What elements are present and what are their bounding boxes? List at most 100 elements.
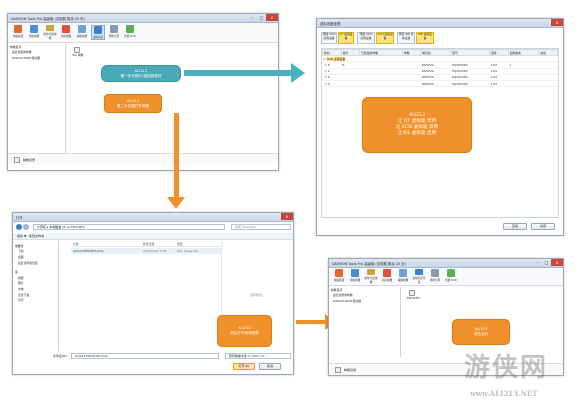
device-manager-window: 虚拟设备管理 × 添加 SCSI 虚拟设备 DT 虚拟设备 添加 SCSI 虚拟… xyxy=(316,18,564,236)
make-image-button[interactable]: 制作光盘映像 xyxy=(43,25,57,40)
dialog-title: 打开 xyxy=(16,215,23,220)
file-row[interactable]: ALI213-FEO1HFC.mds 2013/09/30 8:56 Disc … xyxy=(71,248,221,254)
nav-documents[interactable]: 文档 xyxy=(18,286,24,291)
remove-all-button[interactable]: 移除全部 xyxy=(428,269,442,284)
step-open-image-callout: ALI213 然后打开游戏镜像 xyxy=(217,315,272,347)
tree-item-drives[interactable]: DVD/CD-ROM 驱动器 xyxy=(12,55,41,60)
back-arrow-icon[interactable] xyxy=(16,224,22,230)
column-header[interactable]: 固件版本 xyxy=(507,48,540,57)
ide-device-toggle[interactable]: IDE 虚拟设备 xyxy=(416,32,434,44)
new-folder-button[interactable]: 新建文件夹 xyxy=(29,234,45,238)
nav-favorites[interactable]: 收藏夹 xyxy=(15,243,24,248)
title-bar: 虚拟设备管理 × xyxy=(317,19,563,28)
add-dt-button[interactable]: 添加 SCSI 虚拟设备 xyxy=(321,32,337,44)
close-button[interactable]: × xyxy=(266,14,278,21)
toolbar: 快速挂载 添加映像 制作光盘映像 刻录映像 编辑映像 虚拟刻录 移除全部 创建 … xyxy=(8,23,278,43)
quick-mount-button[interactable]: 快速挂载 xyxy=(11,25,25,40)
open-button[interactable]: 打开(O) xyxy=(233,363,255,370)
watermark-logo: 游侠网 xyxy=(464,353,549,383)
tree-item-catalog[interactable]: 映像目录 xyxy=(10,44,22,49)
minimize-button[interactable]: – xyxy=(536,260,539,265)
maximize-button[interactable]: □ xyxy=(544,260,549,265)
burn-image-button[interactable]: 刻录映像 xyxy=(380,269,394,284)
tree-item-recent[interactable]: 最近使用的映像 xyxy=(333,293,353,298)
toolbar: 快速挂载 添加映像 制作光盘映像 刻录映像 编辑映像 虚拟刻录光盘 移除全部 创… xyxy=(329,268,563,286)
maximize-button[interactable]: □ xyxy=(259,15,264,20)
burn-image-button[interactable]: 刻录映像 xyxy=(59,25,73,40)
status-bar: 映像目录 xyxy=(329,363,563,375)
image-pane: FEO1HFC xyxy=(403,287,563,317)
apply-button[interactable]: 应用 xyxy=(503,223,527,230)
organize-button[interactable]: 组织 ▼ xyxy=(17,234,27,238)
make-image-button[interactable]: 制作光盘映像 xyxy=(364,269,378,284)
nav-desktop[interactable]: 桌面 xyxy=(18,254,24,259)
minimize-button[interactable]: – xyxy=(251,15,254,20)
window-title: DAEMON Tools Pro 高级版 (试用期 剩余 20 天) xyxy=(11,16,85,21)
column-name[interactable]: 名称 xyxy=(73,242,79,246)
add-icon xyxy=(30,25,38,33)
remove-all-button[interactable]: 移除全部 xyxy=(107,25,121,40)
quick-mount-button[interactable]: 快速挂载 xyxy=(332,269,346,284)
tree-item-recent[interactable]: 最近使用的映像 xyxy=(12,50,32,55)
drive-slot-icon xyxy=(14,156,20,163)
tree-item-drives[interactable]: DVD/CD-ROM 驱动器 xyxy=(333,298,362,303)
dt-device-toggle[interactable]: DT 虚拟设备 xyxy=(338,32,354,44)
edit-image-button[interactable]: 编辑映像 xyxy=(396,269,410,284)
close-dialog-button[interactable]: 关闭 xyxy=(531,223,555,230)
image-item-label[interactable]: ISO 映像 xyxy=(72,53,84,57)
tree-item-catalog[interactable]: 映像目录 xyxy=(331,287,343,292)
create-dvd-button[interactable]: 创建 DVD xyxy=(123,25,137,40)
nav-thunder[interactable]: 迅雷下载 xyxy=(18,292,30,297)
file-list: 名称 修改日期 类型 ALI213-FEO1HFC.mds 2013/09/30… xyxy=(71,241,221,351)
scsi-device-toggle[interactable]: SCSI 虚拟设备 xyxy=(376,32,394,44)
image-item-label[interactable]: FEO1HFC xyxy=(407,296,421,300)
nav-downloads[interactable]: 下载 xyxy=(18,249,24,254)
daemon-tools-window-1: DAEMON Tools Pro 高级版 (试用期 剩余 20 天) – □ ×… xyxy=(7,13,279,171)
add-image-button[interactable]: 添加映像 xyxy=(348,269,362,284)
virtual-burn-button[interactable]: 虚拟刻录 xyxy=(91,25,105,40)
edit-image-button[interactable]: 编辑映像 xyxy=(75,25,89,40)
image-tree: 映像目录 最近使用的映像 DVD/CD-ROM 驱动器 xyxy=(8,44,66,160)
step1-callout: ALI213 第一步先把DT虚拟装载好 xyxy=(101,65,181,82)
nav-pictures[interactable]: 图片 xyxy=(18,281,24,286)
drive-slot-icon xyxy=(335,366,341,373)
nav-recent[interactable]: 最近访问的位置 xyxy=(18,260,38,265)
back-forward-buttons[interactable] xyxy=(16,224,30,230)
add-scsi-button[interactable]: 添加 SCSI 虚拟设备 xyxy=(357,32,375,44)
search-input[interactable]: 搜索 FEO1HFC xyxy=(231,224,291,230)
title-bar: 打开 × xyxy=(13,213,293,222)
nav-videos[interactable]: 视频 xyxy=(18,275,24,280)
column-header[interactable]: 启动 xyxy=(538,48,558,57)
file-type-select[interactable]: 所有映像文件 (*.mds;*.m... xyxy=(225,353,291,359)
close-button[interactable]: × xyxy=(551,19,563,26)
column-type[interactable]: 类型 xyxy=(177,242,183,246)
image-file-icon xyxy=(74,47,80,53)
create-dvd-button[interactable]: 创建 DVD xyxy=(444,269,458,284)
disc-icon xyxy=(367,269,375,275)
image-tree: 映像目录 最近使用的映像 DVD/CD-ROM 驱动器 xyxy=(329,287,401,357)
close-button[interactable]: × xyxy=(551,259,563,266)
close-button[interactable]: × xyxy=(281,213,293,220)
group-row[interactable]: ☐ SCSI 虚拟设备 xyxy=(322,55,558,63)
add-image-button[interactable]: 添加映像 xyxy=(27,25,41,40)
virtual-burn-button[interactable]: 虚拟刻录光盘 xyxy=(412,269,426,284)
cancel-button[interactable]: 取消 xyxy=(259,363,281,370)
add-icon xyxy=(351,269,359,277)
forward-arrow-icon[interactable] xyxy=(23,224,30,230)
disc-icon xyxy=(46,25,54,31)
nav-music[interactable]: 音乐 xyxy=(18,298,24,303)
column-header[interactable]: 型号 xyxy=(450,48,491,57)
mount-icon xyxy=(14,25,22,33)
address-bar[interactable]: 计算机 ▸ 本地磁盘 (E:) ▸ FEO1HFC xyxy=(33,224,225,230)
title-bar: DAEMON Tools Pro 高级版 (试用期 剩余 20 天) – □ × xyxy=(8,14,278,23)
column-header[interactable]: 已挂载的映像 xyxy=(359,48,403,57)
add-ide-button[interactable]: 添加 IDE 虚拟设备 xyxy=(397,32,415,44)
preview-pane: 没有预览。 xyxy=(221,241,293,351)
column-date[interactable]: 修改日期 xyxy=(143,242,155,246)
filename-input[interactable]: ALI213-FEO1HFC.mds xyxy=(71,353,219,359)
nav-libraries[interactable]: 库 xyxy=(15,270,18,275)
